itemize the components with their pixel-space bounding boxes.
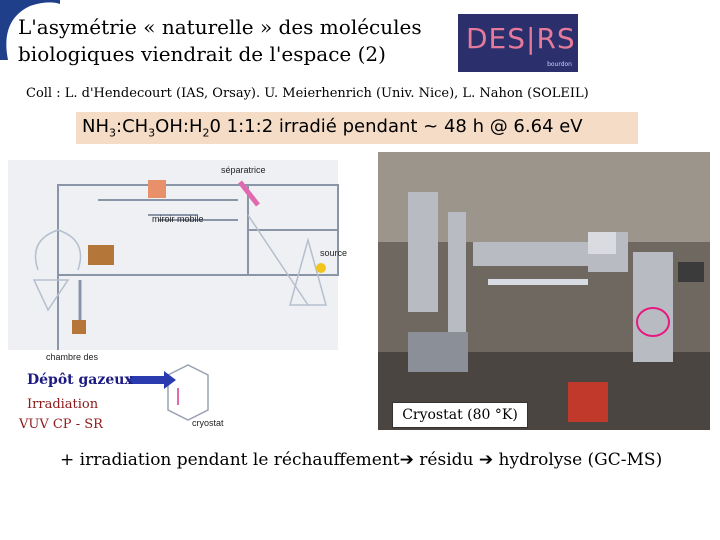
title-line-1: L'asymétrie « naturelle » des molécules — [18, 15, 422, 39]
summary-part-1: + irradiation pendant le réchauffement — [60, 450, 400, 470]
label-source: source — [320, 248, 347, 258]
desirs-logo-text: DES|RS — [466, 22, 576, 55]
beam-paths — [32, 214, 327, 312]
formula-banner: NH3:CH3OH:H20 1:1:2 irradié pendant ~ 48… — [76, 112, 638, 144]
label-miroir-mobile: miroir mobile — [152, 214, 204, 224]
summary-part-3: hydrolyse (GC-MS) — [493, 450, 663, 470]
source-dot — [316, 263, 326, 273]
chamber-block — [72, 320, 86, 334]
label-depot-gazeux: Dépôt gazeux — [27, 372, 133, 388]
slide-title: L'asymétrie « naturelle » des molécules … — [18, 14, 448, 68]
monitor-shape — [588, 232, 616, 254]
lab-photo — [378, 152, 710, 430]
beam-splitter — [238, 180, 260, 207]
cryostat-outline — [167, 364, 209, 421]
arrow-icon: ➔ — [478, 450, 494, 470]
setup-diagram: séparatrice miroir mobile source chambre… — [8, 160, 347, 432]
label-cryostat: cryostat — [192, 418, 224, 428]
institution-logo — [0, 0, 60, 60]
photo-caption: Cryostat (80 °K) — [392, 402, 528, 428]
title-line-2: biologiques viendrait de l'espace (2) — [18, 42, 386, 66]
bottom-summary: + irradiation pendant le réchauffement➔ … — [60, 450, 662, 470]
deposition-arrow — [130, 371, 176, 389]
diagram-background — [8, 160, 338, 350]
desirs-logo-subtext: bourdon — [547, 61, 572, 68]
mirror-block — [148, 180, 166, 198]
label-vuv: VUV CP - SR — [18, 417, 104, 432]
label-separatrice: séparatrice — [221, 165, 266, 175]
arrow-icon: ➔ — [399, 450, 414, 470]
formula-text: NH3:CH3OH:H20 1:1:2 irradié pendant ~ 48… — [82, 116, 583, 140]
desirs-logo: DES|RS bourdon — [458, 14, 578, 72]
summary-part-2: résidu — [413, 450, 479, 470]
label-irradiation: Irradiation — [27, 397, 99, 412]
label-chambre: chambre des — [46, 352, 99, 362]
detector-block — [88, 245, 114, 265]
collaboration-credits: Coll : L. d'Hendecourt (IAS, Orsay). U. … — [26, 86, 589, 101]
highlight-circle — [636, 307, 670, 337]
